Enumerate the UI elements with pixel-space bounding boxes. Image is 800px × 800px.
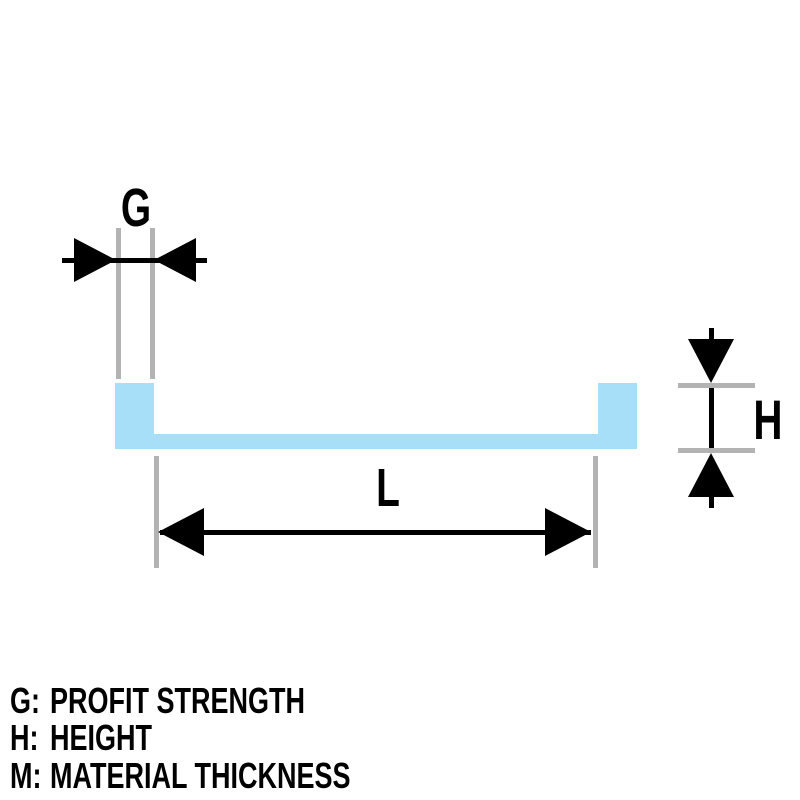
h-extension-line-top (678, 383, 755, 388)
h-dimension-shaft (709, 388, 714, 448)
h-dimension-label: H (753, 388, 783, 451)
profile-right-flange (598, 383, 637, 449)
legend-row-h: H: HEIGHT (10, 720, 451, 758)
profile-web (115, 434, 637, 449)
l-extension-line-left (154, 456, 159, 568)
h-extension-line-bottom (678, 448, 755, 453)
g-extension-line-right (150, 228, 155, 379)
legend-label-g: PROFIT STRENGTH (50, 679, 305, 721)
legend-row-g: G: PROFIT STRENGTH (10, 682, 451, 720)
l-arrowhead-left-icon (158, 508, 204, 556)
l-dimension-label: L (376, 458, 400, 518)
legend-key-h: H: (10, 717, 39, 759)
g-dimension-label: G (120, 178, 152, 238)
g-dimension-shaft (62, 258, 207, 263)
profile-left-flange (115, 383, 154, 449)
l-extension-line-right (593, 456, 598, 568)
legend: G: PROFIT STRENGTH H: HEIGHT M: MATERIAL… (10, 682, 451, 795)
h-arrowhead-bottom-icon (688, 453, 734, 497)
g-arrowhead-right-icon (154, 238, 196, 282)
g-arrowhead-left-icon (74, 238, 116, 282)
h-arrow-bottom-stem (709, 495, 714, 508)
h-arrow-top-stem (709, 328, 714, 340)
l-dimension-shaft (160, 530, 591, 535)
legend-key-g: G: (10, 679, 40, 721)
h-arrowhead-top-icon (688, 339, 734, 383)
legend-row-m: M: MATERIAL THICKNESS (10, 757, 451, 795)
g-extension-line-left (116, 228, 121, 379)
legend-label-m: MATERIAL THICKNESS (50, 754, 351, 796)
legend-label-h: HEIGHT (50, 717, 153, 759)
l-arrowhead-right-icon (545, 508, 591, 556)
legend-key-m: M: (10, 754, 42, 796)
